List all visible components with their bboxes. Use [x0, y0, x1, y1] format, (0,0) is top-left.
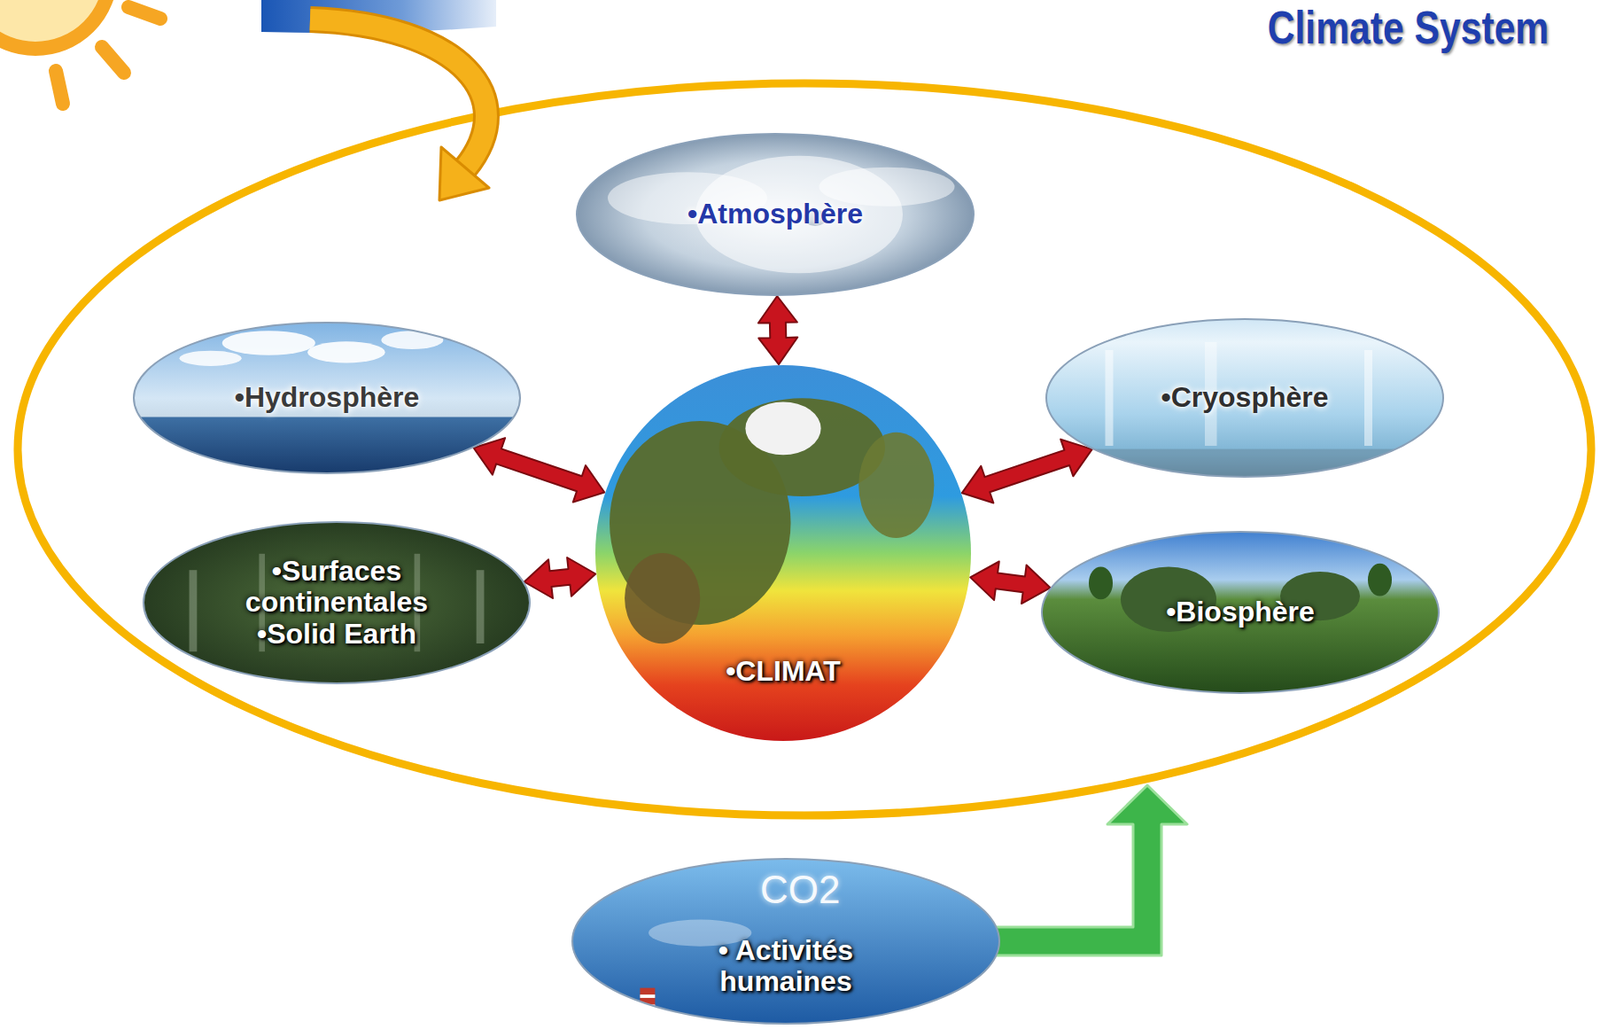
node-content: •Cryosphère	[1045, 318, 1445, 478]
atmosphere-ellipse: •Atmosphère	[575, 132, 975, 296]
forcing-arrow	[992, 784, 1188, 956]
picture-detail	[858, 432, 934, 538]
node-fill	[571, 857, 1001, 1025]
node-label: •Solid Earth	[256, 618, 417, 650]
picture-detail	[1367, 563, 1392, 597]
double-block-arrow	[970, 561, 1050, 605]
node-fill	[132, 321, 521, 474]
picture-detail	[745, 402, 821, 456]
land-surface-ellipse: •Surfaces continentales•Solid Earth	[142, 520, 531, 684]
smoke-text: CO2	[760, 868, 840, 911]
node-content: •CLIMAT	[594, 364, 972, 742]
node-picture	[132, 321, 521, 474]
sun-disc	[0, 0, 111, 49]
solar-arrow-head	[439, 147, 490, 201]
node-picture	[594, 364, 972, 742]
solar-arrow	[310, 19, 487, 169]
picture-detail	[624, 552, 700, 644]
sun-ray	[101, 46, 125, 73]
node-fill	[594, 364, 972, 742]
node-label: •Hydrosphère	[234, 381, 420, 413]
picture-detail	[1105, 349, 1114, 446]
picture-detail	[1364, 349, 1373, 446]
node-outline	[576, 133, 974, 296]
biosphere-ellipse: •Biosphère	[1040, 530, 1440, 694]
node-outline	[143, 521, 530, 684]
node-content: •Atmosphère	[575, 132, 975, 296]
solar-arrow-edge	[310, 19, 487, 169]
hydrosphere-ellipse: •Hydrosphère	[132, 321, 521, 474]
double-block-arrow	[473, 437, 606, 502]
node-content: •Surfaces continentales•Solid Earth	[142, 520, 531, 684]
double-block-arrow	[524, 557, 597, 599]
node-picture	[575, 132, 975, 296]
system-boundary	[17, 83, 1592, 816]
picture-detail	[476, 569, 485, 644]
globe-circle: •CLIMAT	[594, 364, 972, 742]
node-outline	[572, 858, 1000, 1024]
picture-detail	[1088, 566, 1113, 599]
node-content: •Biosphère	[1040, 530, 1440, 694]
double-block-arrow	[962, 439, 1093, 504]
node-outline	[133, 322, 521, 474]
node-fill	[142, 520, 531, 684]
node-picture	[571, 857, 1001, 1025]
node-label: • Activités humaines	[683, 934, 888, 997]
node-outline	[1046, 318, 1444, 477]
node-label: •CLIMAT	[725, 655, 841, 687]
node-fill	[1045, 318, 1445, 478]
picture-detail	[179, 350, 242, 366]
node-label: •Surfaces continentales	[217, 555, 457, 618]
node-label: •Atmosphère	[687, 198, 863, 230]
node-outline	[1041, 531, 1439, 693]
node-picture	[1045, 318, 1445, 478]
picture-detail	[307, 341, 386, 363]
node-picture	[1040, 530, 1440, 694]
node-picture	[142, 520, 531, 684]
node-label: •Cryosphère	[1160, 381, 1329, 413]
cryosphere-ellipse: •Cryosphère	[1045, 318, 1445, 478]
diagram-title: Climate System	[1266, 1, 1549, 55]
picture-detail	[380, 330, 443, 350]
node-label: •Biosphère	[1165, 596, 1315, 628]
double-block-arrow	[758, 295, 798, 365]
sun-ray	[55, 70, 63, 104]
picture-detail	[639, 994, 655, 998]
picture-detail	[222, 330, 316, 356]
node-fill	[1040, 530, 1440, 694]
node-content: •Hydrosphère	[132, 321, 521, 474]
node-fill	[575, 132, 975, 296]
picture-detail	[189, 569, 198, 652]
sun-ray	[128, 7, 161, 19]
